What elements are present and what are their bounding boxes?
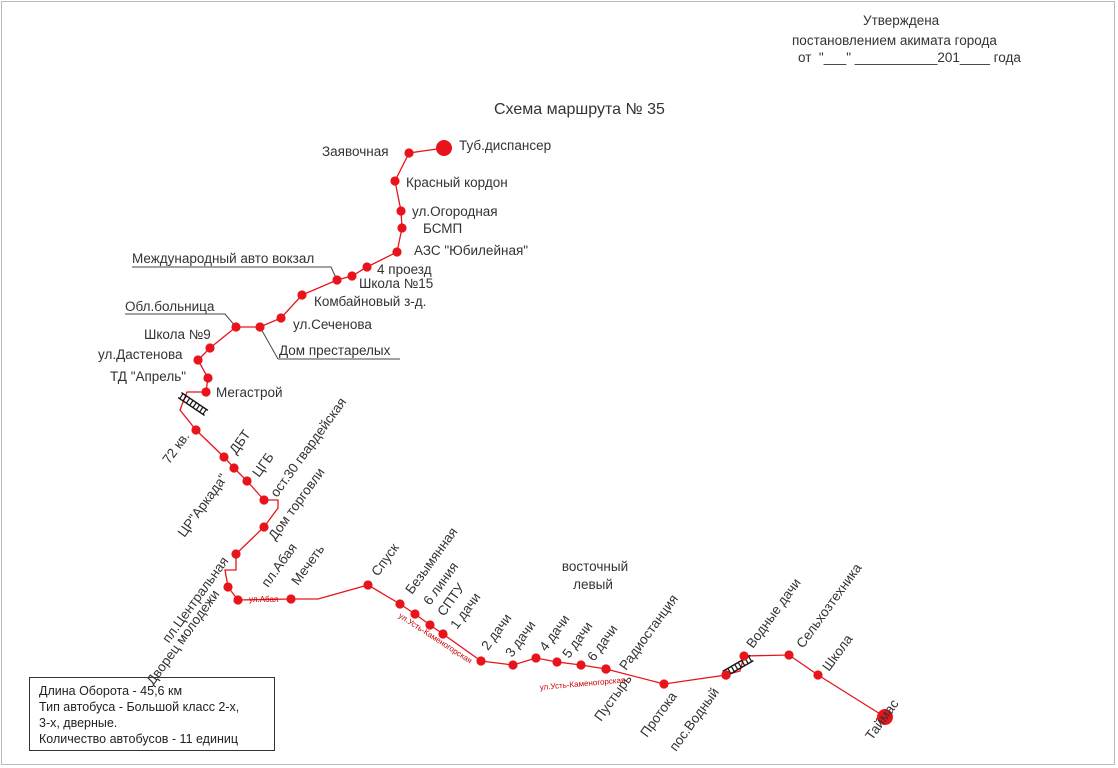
stop-marker[interactable]	[276, 313, 286, 323]
area-label-line1: восточный	[562, 559, 628, 574]
stop-marker[interactable]	[233, 595, 243, 605]
stop-marker[interactable]	[396, 206, 406, 216]
stop-marker[interactable]	[219, 452, 229, 462]
stop-marker[interactable]	[721, 670, 731, 680]
leader-lines	[125, 266, 400, 360]
page-title: Схема маршрута № 35	[494, 101, 665, 118]
street-label-abaya: ул.Абая	[249, 595, 278, 604]
stop-label-mav: Международный авто вокзал	[132, 251, 314, 266]
stop-marker[interactable]	[576, 660, 586, 670]
stop-label-shk: Школа	[819, 631, 856, 673]
stop-label-sech: ул.Сеченова	[293, 317, 372, 332]
route-line	[179, 147, 886, 718]
railway-crossings	[177, 391, 754, 678]
railway-crossing-icon	[177, 391, 209, 417]
info-bus-type-cont: 3-х, дверные.	[39, 716, 118, 730]
stop-marker[interactable]	[508, 660, 518, 670]
stop-label-dom: Дом престарелых	[279, 343, 391, 358]
stop-label-tub: Туб.диспансер	[459, 138, 551, 153]
stop-label-radio: Радиостанция	[616, 592, 681, 673]
stop-marker[interactable]	[425, 620, 435, 630]
stop-marker[interactable]	[395, 599, 405, 609]
stop-marker[interactable]	[659, 679, 669, 689]
stop-marker[interactable]	[332, 275, 342, 285]
stop-marker[interactable]	[363, 580, 373, 590]
stop-marker[interactable]	[231, 549, 241, 559]
stop-label-4pr: 4 проезд	[377, 262, 432, 277]
terminal-stop-marker[interactable]	[877, 709, 893, 725]
stop-marker[interactable]	[739, 651, 749, 661]
stop-marker[interactable]	[784, 650, 794, 660]
stop-marker[interactable]	[286, 594, 296, 604]
stop-label-spusk: Спуск	[368, 540, 402, 578]
stop-marker[interactable]	[203, 373, 213, 383]
stop-markers	[191, 140, 893, 725]
stop-marker[interactable]	[392, 247, 402, 257]
leader-regional-hospital	[125, 313, 237, 328]
stop-label-mega: Мегастрой	[216, 385, 283, 400]
approval-line-3: от "___" ___________201____ года	[798, 50, 1021, 65]
stop-label-taim: Таймас	[862, 696, 901, 742]
stop-label-prot: Протока	[637, 689, 680, 740]
stop-label-ogorod: ул.Огородная	[412, 204, 498, 219]
stop-marker[interactable]	[410, 609, 420, 619]
stop-marker[interactable]	[259, 522, 269, 532]
stop-label-selh: Сельхозтехника	[793, 560, 865, 651]
stop-marker[interactable]	[390, 176, 400, 186]
stop-marker[interactable]	[601, 664, 611, 674]
stop-marker[interactable]	[255, 322, 265, 332]
area-label-line2: левый	[573, 577, 613, 592]
stop-label-krasny: Красный кордон	[406, 175, 508, 190]
stop-marker[interactable]	[297, 290, 307, 300]
stop-marker[interactable]	[813, 670, 823, 680]
stop-marker[interactable]	[193, 355, 203, 365]
stop-marker[interactable]	[438, 629, 448, 639]
stop-marker[interactable]	[242, 476, 252, 486]
leader-nursing-home-stem	[259, 326, 279, 360]
stop-marker[interactable]	[205, 343, 215, 353]
stop-label-dvor: Дворец молодежи	[143, 587, 222, 688]
info-length: Длина Оборота - 45,6 км	[39, 684, 183, 698]
stop-label-dast: ул.Дастенова	[98, 347, 183, 362]
stop-label-dbt: ДБТ	[226, 427, 253, 457]
area-labels: восточный левый	[562, 559, 628, 592]
stop-marker[interactable]	[476, 656, 486, 666]
route-polyline	[179, 147, 886, 718]
stop-marker[interactable]	[231, 322, 241, 332]
stop-marker[interactable]	[362, 262, 372, 272]
stop-marker[interactable]	[531, 653, 541, 663]
stop-label-azs: АЗС "Юбилейная"	[414, 243, 528, 258]
stop-marker[interactable]	[404, 148, 414, 158]
stop-label-bsmp: БСМП	[423, 221, 462, 236]
stop-marker[interactable]	[552, 657, 562, 667]
info-bus-count: Количество автобусов - 11 единиц	[39, 732, 238, 746]
stop-label-td: ТД "Апрель"	[110, 369, 186, 384]
stop-label-obl: Обл.больница	[125, 299, 215, 314]
stop-marker[interactable]	[259, 495, 269, 505]
stop-marker[interactable]	[229, 463, 239, 473]
leader-international-bus-station	[132, 266, 338, 281]
stop-marker[interactable]	[397, 223, 407, 233]
info-bus-type: Тип автобуса - Большой класс 2-х,	[39, 700, 240, 714]
stop-marker[interactable]	[223, 582, 233, 592]
stop-marker[interactable]	[201, 387, 211, 397]
stop-label-arkada: ЦР"Аркада"	[175, 471, 231, 540]
stop-label-komb: Комбайновый з-д.	[314, 294, 426, 309]
stop-label-sh9: Школа №9	[144, 327, 211, 342]
terminal-stop-marker[interactable]	[436, 140, 452, 156]
stop-label-72: 72 кв.	[159, 429, 192, 467]
stop-label-zayav: Заявочная	[322, 144, 389, 159]
approval-line-1: Утверждена	[863, 13, 940, 28]
route-info-box: Длина Оборота - 45,6 км Тип автобуса - Б…	[29, 677, 275, 751]
stop-label-cgb: ЦГБ	[249, 450, 277, 480]
stop-label-sh15: Школа №15	[359, 276, 433, 291]
approval-line-2: постановлением акимата города	[792, 33, 997, 48]
stop-label-domtorg: Дом торговли	[265, 465, 327, 543]
stop-marker[interactable]	[191, 425, 201, 435]
stop-marker[interactable]	[347, 271, 357, 281]
